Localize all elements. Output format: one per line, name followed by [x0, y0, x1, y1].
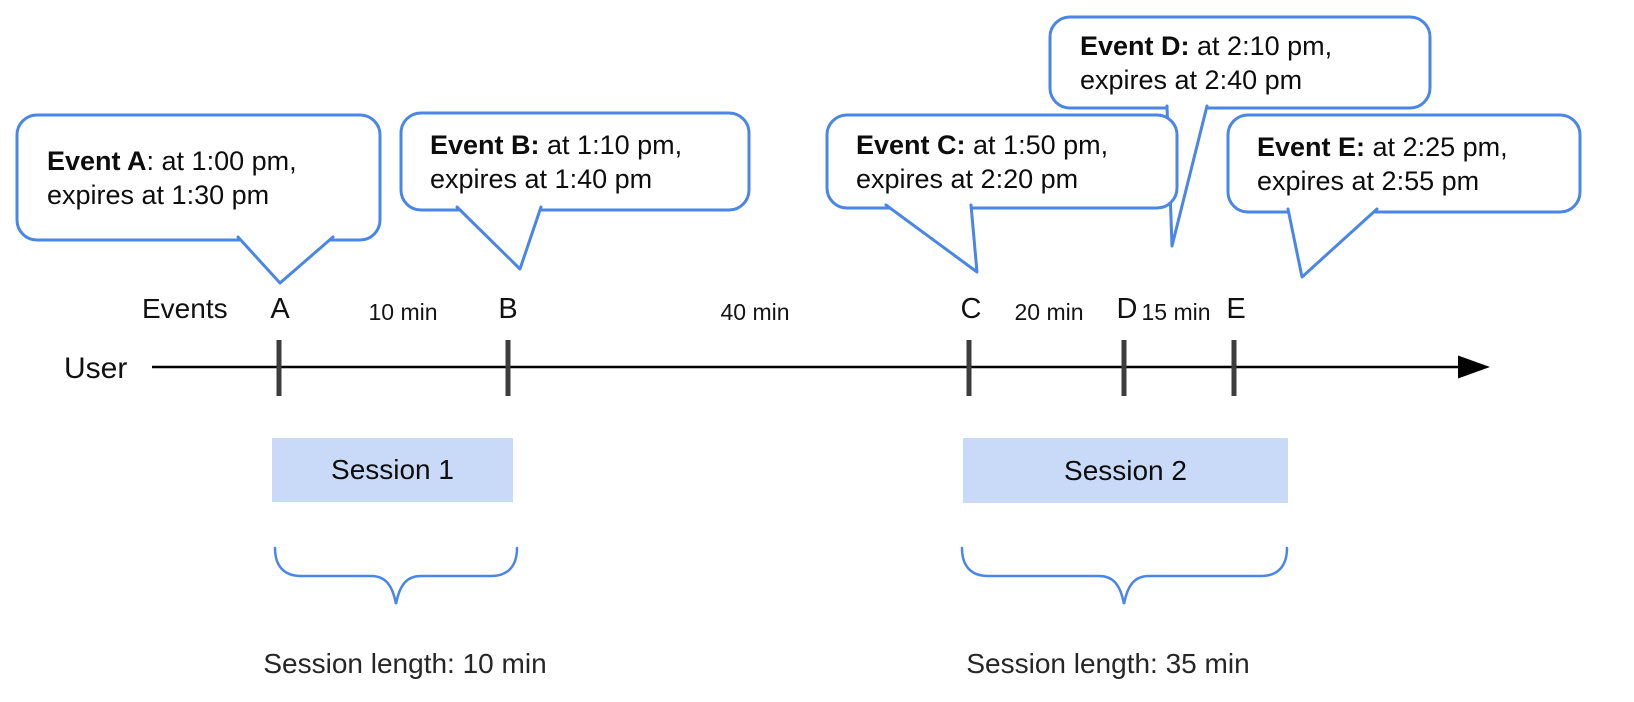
callout-e-line2: expires at 2:55 pm: [1257, 165, 1480, 196]
callout-e-line1: Event E: at 2:25 pm,: [1257, 131, 1508, 162]
callout-c-tail: [884, 203, 979, 274]
callout-b-line2: expires at 1:40 pm: [430, 163, 653, 194]
callout-d-line1: Event D: at 2:10 pm,: [1080, 30, 1333, 61]
callout-c-box: [825, 113, 1179, 210]
callout-b-text: Event B: at 1:10 pm, expires at 1:40 pm: [430, 113, 682, 210]
callout-b-tail: [455, 205, 543, 271]
callout-a-tail: [236, 235, 335, 285]
session-2-brace: [960, 546, 1289, 605]
interval-a-b: 10 min: [368, 299, 438, 325]
marker-d: D: [1116, 293, 1138, 325]
callout-event-b: [399, 111, 751, 271]
callout-c-line1: Event C: at 1:50 pm,: [856, 129, 1109, 160]
marker-b: B: [498, 293, 518, 325]
marker-a: A: [270, 293, 290, 325]
callout-e-tail: [1286, 207, 1379, 279]
interval-d-e: 15 min: [1141, 299, 1211, 325]
callout-b-box: [399, 111, 751, 212]
callout-event-d: [1048, 15, 1432, 248]
session-1-box: [272, 438, 513, 502]
timeline-arrowhead-icon: [1458, 355, 1490, 379]
callout-event-c: [825, 113, 1179, 274]
callout-c-line2: expires at 2:20 pm: [856, 163, 1079, 194]
interval-c-d: 20 min: [1014, 299, 1084, 325]
callout-event-e: [1226, 113, 1582, 279]
callout-d-line2: expires at 2:40 pm: [1080, 64, 1303, 95]
session-2-box: [963, 438, 1288, 503]
callout-a-text: Event A: at 1:00 pm, expires at 1:30 pm: [47, 115, 297, 240]
callout-a-box: [15, 113, 382, 242]
callout-d-box: [1048, 15, 1432, 110]
user-axis-label: User: [64, 352, 128, 385]
marker-e: E: [1226, 293, 1246, 325]
session-2-label: Session 2: [1064, 454, 1187, 486]
callout-event-a: [15, 113, 382, 285]
callout-e-box: [1226, 113, 1582, 214]
callout-e-text: Event E: at 2:25 pm, expires at 2:55 pm: [1257, 115, 1508, 212]
marker-c: C: [960, 293, 982, 325]
callout-d-text: Event D: at 2:10 pm, expires at 2:40 pm: [1080, 17, 1332, 108]
session-2-length: Session length: 35 min: [966, 648, 1250, 679]
session-1-length: Session length: 10 min: [263, 648, 547, 679]
session-1-label: Session 1: [331, 454, 454, 485]
callout-a-line1: Event A: at 1:00 pm,: [47, 145, 297, 176]
session-1-brace: [273, 546, 519, 605]
callout-b-line1: Event B: at 1:10 pm,: [430, 129, 683, 160]
interval-b-c: 40 min: [720, 299, 790, 325]
callout-c-text: Event C: at 1:50 pm, expires at 2:20 pm: [856, 115, 1108, 208]
events-row-label: Events: [142, 293, 228, 324]
callout-a-line2: expires at 1:30 pm: [47, 179, 270, 210]
